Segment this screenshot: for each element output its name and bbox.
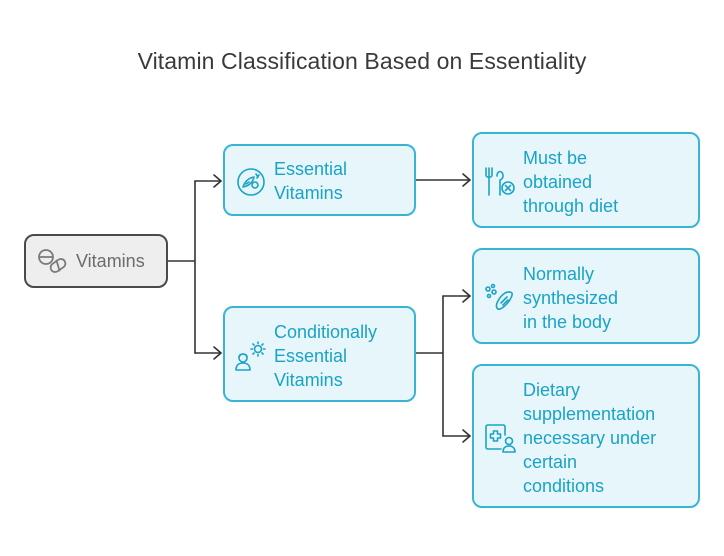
arrowhead-diet	[462, 173, 471, 187]
supp-label-line-4: certain	[523, 452, 578, 472]
medical-user-icon	[485, 424, 516, 453]
node-must-be-obtained: Must be obtained through diet	[472, 132, 700, 228]
conditional-label-line-3: Vitamins	[274, 370, 343, 390]
diet-label-line-2: obtained	[523, 172, 593, 192]
supp-label-line-2: supplementation	[523, 404, 656, 424]
diet-label-line-1: Must be	[523, 148, 588, 168]
supp-label-line-5: conditions	[523, 476, 605, 496]
person-sun-icon	[235, 341, 266, 371]
node-dietary-supplementation: Dietary supplementation necessary under …	[472, 364, 700, 508]
vegetables-icon	[237, 168, 265, 196]
conditional-label-line-1: Conditionally	[274, 322, 378, 342]
synth-label-line-3: in the body	[523, 312, 612, 332]
synth-label-line-1: Normally	[523, 264, 595, 284]
essential-label-line-2: Vitamins	[274, 183, 343, 203]
node-normally-synthesized: Normally synthesized in the body	[472, 248, 700, 344]
root-label-line: Vitamins	[76, 251, 145, 271]
pill-icon	[38, 249, 67, 273]
arrowhead-supp	[462, 429, 471, 443]
node-essential-vitamins: Essential Vitamins	[223, 144, 416, 216]
connector-conditional-split	[415, 295, 444, 437]
conditional-label-line-2: Essential	[274, 346, 348, 366]
arrowhead-conditional	[213, 346, 222, 360]
arrowhead-synth	[462, 289, 471, 303]
supp-label-line-3: necessary under	[523, 428, 657, 448]
enzyme-icon	[485, 283, 513, 310]
diet-label-line-3: through diet	[523, 196, 619, 216]
root-node-vitamins: Vitamins	[24, 234, 168, 288]
synth-label-line-2: synthesized	[523, 288, 619, 308]
fork-no-icon	[485, 167, 515, 196]
connector-root-to-branches	[167, 180, 196, 354]
essential-label-line-1: Essential	[274, 159, 348, 179]
node-conditionally-essential-vitamins: Conditionally Essential Vitamins	[223, 306, 416, 402]
diagram-title: Vitamin Classification Based on Essentia…	[137, 48, 587, 74]
supp-label-line-1: Dietary	[523, 380, 581, 400]
arrowhead-essential	[213, 174, 222, 188]
